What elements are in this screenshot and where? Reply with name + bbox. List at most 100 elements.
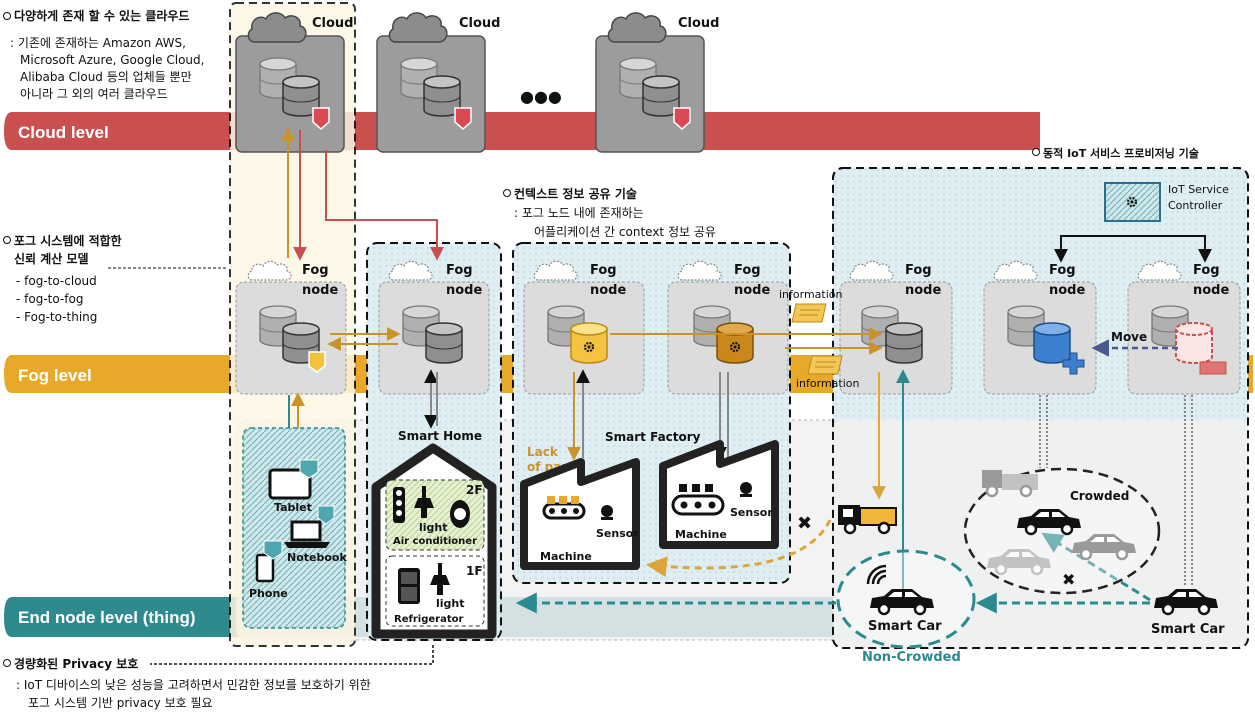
end-level-label: End node level (thing) — [18, 608, 196, 627]
svg-text:Fog: Fog — [446, 263, 473, 278]
svg-text:node: node — [1049, 283, 1085, 298]
svg-text:IoT Service: IoT Service — [1168, 183, 1229, 196]
fog-node-home: Fog node — [378, 260, 490, 395]
svg-text:Fog: Fog — [734, 263, 761, 278]
traffic-light-icon — [393, 487, 405, 523]
svg-text:light: light — [436, 597, 465, 610]
svg-text:동적 IoT 서비스 프로비저닝 기술: 동적 IoT 서비스 프로비저닝 기술 — [1043, 146, 1199, 160]
factory-building-1 — [520, 458, 640, 570]
fog-node-prov-3: Fog node — [1127, 260, 1241, 395]
fog-node-factory-1: Fog node — [523, 260, 645, 395]
cloud-level-band: Cloud level — [4, 112, 1040, 150]
phone-icon — [255, 540, 283, 583]
crowded-label: Crowded — [1070, 489, 1129, 503]
svg-text:Air conditioner: Air conditioner — [393, 536, 477, 547]
fog-node-factory-2: Fog node — [667, 260, 789, 395]
svg-text:node: node — [590, 283, 626, 298]
information-label: information — [779, 288, 843, 301]
svg-text:다양하게 존재 할 수 있는 클라우드: 다양하게 존재 할 수 있는 클라우드 — [14, 8, 189, 23]
svg-text:아니라 그 외의 여러 클라우드: 아니라 그 외의 여러 클라우드 — [20, 87, 168, 101]
svg-text:포그 시스템에 적합한: 포그 시스템에 적합한 — [14, 233, 122, 248]
svg-text:: 포그 노드 내에 존재하는: : 포그 노드 내에 존재하는 — [514, 206, 644, 220]
lamp-icon — [430, 563, 450, 595]
cloud-label: Cloud — [312, 16, 354, 31]
svg-text:node: node — [1193, 283, 1229, 298]
svg-text:Controller: Controller — [1168, 199, 1223, 212]
svg-text:node: node — [905, 283, 941, 298]
information-doc-bottom: information — [796, 355, 860, 390]
signal-icon — [866, 564, 887, 585]
provisioning-end-area — [833, 420, 1248, 648]
lamp-icon — [414, 486, 434, 518]
refrigerator-icon — [398, 568, 420, 604]
svg-text:node: node — [302, 283, 338, 298]
floor-1f-label: 1F — [466, 564, 483, 578]
svg-text:: IoT 디바이스의 낮은 성능을 고려하면서 민감한 정: : IoT 디바이스의 낮은 성능을 고려하면서 민감한 정보를 보호하기 위한 — [16, 678, 371, 692]
fog-node-trust: Fog node — [235, 260, 347, 395]
factory-building-2 — [659, 440, 779, 549]
svg-text:Fog: Fog — [1193, 263, 1220, 278]
svg-text:Sensor: Sensor — [730, 506, 773, 519]
svg-text:Lack: Lack — [527, 445, 559, 459]
non-crowded-label: Non-Crowded — [862, 650, 961, 665]
add-icon — [1062, 352, 1085, 375]
cloud-annotation: 다양하게 존재 할 수 있는 클라우드 : 기존에 존재하는 Amazon AW… — [3, 8, 204, 101]
svg-text:신뢰 계산 모델: 신뢰 계산 모델 — [14, 251, 89, 266]
cloud-label: Cloud — [459, 16, 501, 31]
fog-node-prov-2: Fog node — [983, 260, 1097, 395]
shield-icon — [312, 107, 330, 130]
smart-factory-title: Smart Factory — [605, 430, 701, 444]
svg-text:- fog-to-cloud: - fog-to-cloud — [16, 274, 97, 288]
svg-text:Refrigerator: Refrigerator — [394, 614, 463, 625]
svg-text:: 기존에 존재하는 Amazon AWS,: : 기존에 존재하는 Amazon AWS, — [10, 36, 186, 50]
svg-text:Smart Car: Smart Car — [1151, 622, 1225, 637]
svg-text:- Fog-to-thing: - Fog-to-thing — [16, 310, 97, 324]
truck-icon — [838, 505, 897, 535]
cross-icon: ✖ — [797, 513, 812, 534]
cloud-label: Cloud — [678, 16, 720, 31]
svg-text:Machine: Machine — [675, 528, 727, 541]
svg-text:Machine: Machine — [540, 550, 592, 563]
svg-text:컨텍스트 정보 공유 기술: 컨텍스트 정보 공유 기술 — [514, 186, 637, 201]
svg-text:Fog: Fog — [1049, 263, 1076, 278]
shield-icon — [673, 107, 691, 130]
svg-text:포그 시스템 기반 privacy 보호 필요: 포그 시스템 기반 privacy 보호 필요 — [28, 696, 213, 710]
svg-text:node: node — [446, 283, 482, 298]
iot-service-controller: IoT Service Controller — [1104, 182, 1229, 222]
cloud-server-2: Cloud — [376, 12, 501, 153]
information-label: information — [796, 377, 860, 390]
fan-icon — [450, 500, 470, 528]
svg-text:- fog-to-fog: - fog-to-fog — [16, 292, 83, 306]
svg-text:Tablet: Tablet — [274, 501, 312, 514]
context-sharing-annotation: 컨텍스트 정보 공유 기술 : 포그 노드 내에 존재하는 어플리케이션 간 c… — [503, 186, 716, 239]
move-label: Move — [1111, 330, 1147, 344]
shield-icon — [454, 107, 472, 130]
notebook-icon — [284, 505, 335, 548]
dynamic-provisioning-annotation: 동적 IoT 서비스 프로비저닝 기술 — [1032, 146, 1199, 160]
svg-text:Sensor: Sensor — [596, 527, 639, 540]
svg-text:Fog: Fog — [302, 263, 329, 278]
svg-text:node: node — [734, 283, 770, 298]
svg-text:Alibaba Cloud 등의 업체들 뿐만: Alibaba Cloud 등의 업체들 뿐만 — [20, 70, 192, 84]
information-doc-top: information — [779, 288, 843, 323]
smart-home-title: Smart Home — [398, 429, 482, 443]
svg-text:Fog: Fog — [590, 263, 617, 278]
svg-text:어플리케이션 간 context 정보 공유: 어플리케이션 간 context 정보 공유 — [534, 225, 716, 239]
svg-text:Phone: Phone — [249, 587, 288, 600]
truck-gray-icon — [982, 470, 1038, 498]
more-clouds-ellipsis: ●●● — [520, 87, 562, 106]
svg-text:Notebook: Notebook — [287, 551, 347, 564]
svg-text:Smart Car: Smart Car — [868, 619, 942, 634]
floor-2f-label: 2F — [466, 483, 483, 497]
fog-node-prov-1: Fog node — [839, 260, 953, 395]
cloud-server-1: Cloud — [235, 12, 354, 153]
svg-text:light: light — [419, 521, 448, 534]
privacy-annotation: 경량화된 Privacy 보호 : IoT 디바이스의 낮은 성능을 고려하면서… — [3, 656, 371, 710]
tablet-icon — [268, 459, 319, 500]
minus-icon — [1199, 361, 1227, 375]
shield-icon — [308, 351, 326, 373]
cross-icon: ✖ — [1062, 570, 1075, 589]
trust-model-annotation: 포그 시스템에 적합한 신뢰 계산 모델 - fog-to-cloud - fo… — [3, 233, 226, 324]
fog-level-label: Fog level — [18, 366, 92, 385]
